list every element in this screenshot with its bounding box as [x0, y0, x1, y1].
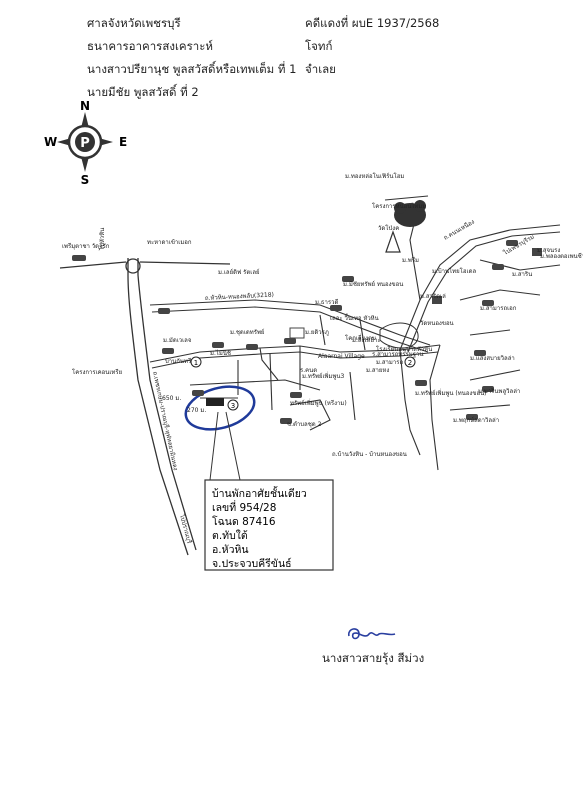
header-left-1: ศาลจังหวัดเพชรบุรี — [87, 16, 181, 30]
compass-e: E — [119, 135, 127, 149]
temple-icon — [385, 230, 401, 253]
label-dist-650: 650 ม. — [162, 395, 181, 402]
label-bottom-road: ถ.บ้านวังหิน - บ้านหนองขอน — [332, 451, 407, 458]
label-dist-270: 270 ม. — [187, 407, 206, 414]
target-circle — [184, 385, 256, 431]
label-hill: ม.ชุดเดทรัพย์ — [230, 328, 264, 336]
compass-rose-icon: P N S E W — [44, 99, 127, 187]
forest-area-icon — [394, 200, 426, 227]
lake-icon — [379, 322, 419, 349]
label-road-3218: ถ.หัวหิน-หนองพลับ(3218) — [205, 291, 274, 302]
note-line-1: บ้านพักอาศัยชั้นเดียว — [212, 486, 307, 500]
note-line-5: อ.หัวหิน — [212, 544, 249, 556]
note-line-2: เลขที่ 954/28 — [212, 500, 276, 514]
label-v13: ม.สามารถ — [376, 359, 403, 366]
marker-3: 3 — [231, 402, 235, 410]
target-house-icon — [206, 398, 224, 406]
label-country-home: บ้านกันทรี — [165, 357, 192, 365]
label-v23: ม.สามารถเอก — [480, 305, 517, 312]
signer-name: นางสาวสายรุ้ง สีม่วง — [322, 651, 425, 665]
label-to-huahin: ไปหัวหิน — [98, 228, 106, 251]
property-note-box — [204, 479, 334, 571]
label-v11: ร.คนด — [300, 367, 317, 374]
label-v19: ม.มารินพลูวิลล่า — [478, 388, 520, 395]
header-right-3: จำเลย — [305, 62, 336, 76]
label-gate: ทะหาดาเข้าเมอก — [147, 239, 192, 246]
compass-s: S — [81, 173, 90, 187]
label-school: โครงการหน่อนไทมม — [372, 202, 426, 210]
main-highway — [59, 258, 231, 556]
label-v17: ม.ทรัพย์เพิ่มพูน3 — [302, 372, 345, 380]
note-line-4: ต.ทับใต้ — [212, 529, 248, 542]
label-v8: ม.สุจนรง — [537, 247, 560, 254]
header-right-2: โจทก์ — [305, 39, 333, 53]
label-lane: ม.เลย์ดิฟ รัตเลย์ — [218, 268, 260, 276]
label-to-pranburi: ไปปราณบุรี — [178, 512, 194, 545]
label-v18: ทรัพย์เพิ่มพูน (หรีงาม) — [290, 399, 347, 407]
note-line-3: โฉนด 87416 — [212, 515, 276, 528]
header-left-4: นายมีชัย พูลสวัสดิ์ ที่ 2 — [87, 85, 199, 99]
label-kokliang: โคกเลี่ยงตม — [345, 334, 376, 342]
svg-text:P: P — [80, 136, 90, 151]
marker-1: 1 — [194, 359, 198, 367]
label-wat: วัดโป่งค — [378, 224, 399, 232]
label-v1: ม.มีชัยทรัพย์ ทนองขอน — [343, 280, 403, 288]
label-v4: ม.สาริน — [512, 271, 532, 278]
marker-2: 2 — [408, 359, 412, 367]
road-network — [149, 195, 561, 471]
label-soi: ซ.ตำบลชุด 2 — [287, 421, 322, 428]
label-village-top: ม.ทองหล่อโนเฟิร์นโฮม — [345, 172, 404, 180]
label-v16: ม.ทรัพย์เพิ่มพูน (ทนองขอน) — [415, 389, 487, 397]
label-alaarnai: Alaarnai Village — [318, 353, 365, 360]
label-v15: โรงเรียนอนุบาลหัวหิน — [376, 345, 432, 353]
label-mad-village: ม.มัดเวเลจ — [163, 337, 191, 344]
label-v5: ม.สาริดเล่ — [420, 293, 446, 300]
label-v6: เลอะ วิ้นเทจ หัวหิน — [330, 312, 379, 322]
signature-mark — [348, 628, 396, 640]
label-country-project: โครงการเคอนเทรีย — [72, 368, 122, 376]
label-v9: ม.ยดิวรภู — [305, 329, 329, 336]
label-v7: ม.ธารวดี — [315, 298, 338, 306]
label-v20: ม.แสงสบายวิลล่า — [470, 355, 515, 362]
label-lake: วัดหนองขอน — [420, 320, 454, 327]
compass-n: N — [80, 99, 90, 113]
label-v3: ม.พรีม — [402, 256, 419, 264]
label-v12: ม.สายหง — [366, 367, 389, 374]
label-v10: ม.ลิงเหย้าะ — [352, 337, 381, 344]
label-v22: ม.พลองตอเพนซีว — [540, 252, 583, 260]
label-petrol: เพรีมุตาชา วัดจรัก — [62, 242, 110, 250]
landmark-icons — [72, 240, 542, 424]
header-right-1: คดีแดงที่ ผบE 1937/2568 — [305, 16, 440, 30]
header-left-2: ธนาคารอาคารสงเคราะห์ — [87, 39, 214, 53]
note-line-6: จ.ประจวบคีรีขันธ์ — [212, 557, 292, 570]
label-v14: ร.สามารถทรรมฐาน — [372, 351, 423, 358]
label-v2: ม.บ้านไทยโฮเดล — [432, 267, 476, 275]
compass-w: W — [44, 135, 57, 149]
header-left-3: นางสาวปรียานุช พูลสวัสดิ์หรือเทพเต็ม ที่… — [87, 62, 297, 76]
label-v21: ม.พฤกษ์ลดาวิลล่า — [453, 416, 499, 424]
label-mainichi: ม.ไม้นิชิ — [210, 349, 231, 357]
label-main-road: ถ.คนนเหนือง — [442, 218, 476, 242]
label-highway: ถ.เพชรเกษม-ปราณบุรี-หุฬหลยามินหลง — [151, 371, 180, 471]
